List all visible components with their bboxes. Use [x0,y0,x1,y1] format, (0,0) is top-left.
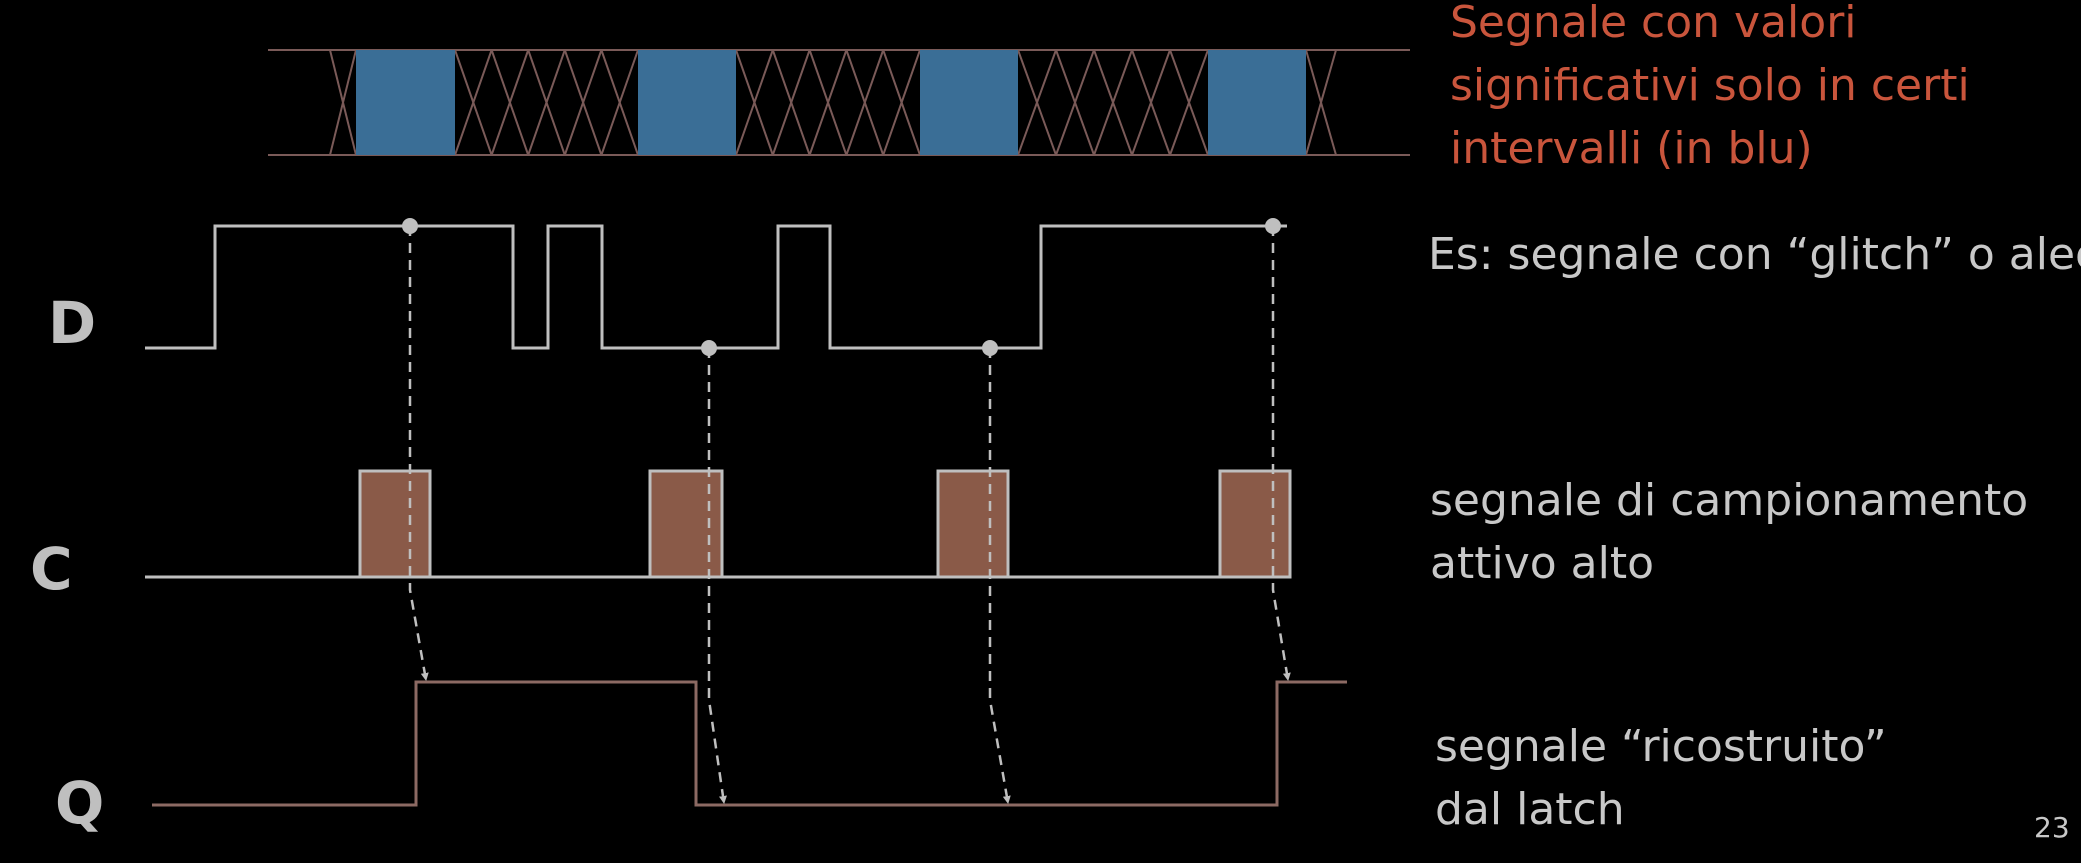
sampling-pulse [936,469,1010,579]
glitch-annotation: Es: segnale con “glitch” o alee [1428,229,2081,280]
sample-arrow [408,226,429,681]
sampling-annotation-line1: segnale di campionamento [1430,475,2029,526]
bus-crosshatch [329,49,1337,156]
meaningful-annotation-line1: Segnale con valori [1450,0,1857,48]
sampling-pulse [1218,469,1292,579]
d-signal-trace [145,224,1287,350]
valid-interval [1208,50,1306,155]
sample-arrow [1271,226,1291,681]
rebuilt-annotation-line1: segnale “ricostruito” [1435,721,1887,772]
valid-interval [920,50,1018,155]
q-signal-trace [152,680,1347,807]
sampling-pulse [358,469,432,579]
meaningful-annotation-line3: intervalli (in blu) [1450,123,1813,174]
bus-signal [268,49,1410,156]
signal-label-d: D [48,289,97,357]
signal-label-c: C [30,535,73,603]
signal-label-q: Q [55,769,105,837]
meaningful-annotation-line2: significativi solo in certi [1450,60,1970,111]
rebuilt-annotation-line2: dal latch [1435,784,1625,835]
sampling-pulse [648,469,724,579]
sampling-annotation-line2: attivo alto [1430,538,1654,589]
valid-interval [638,50,736,155]
valid-interval [356,50,455,155]
page-number: 23 [2034,811,2070,844]
